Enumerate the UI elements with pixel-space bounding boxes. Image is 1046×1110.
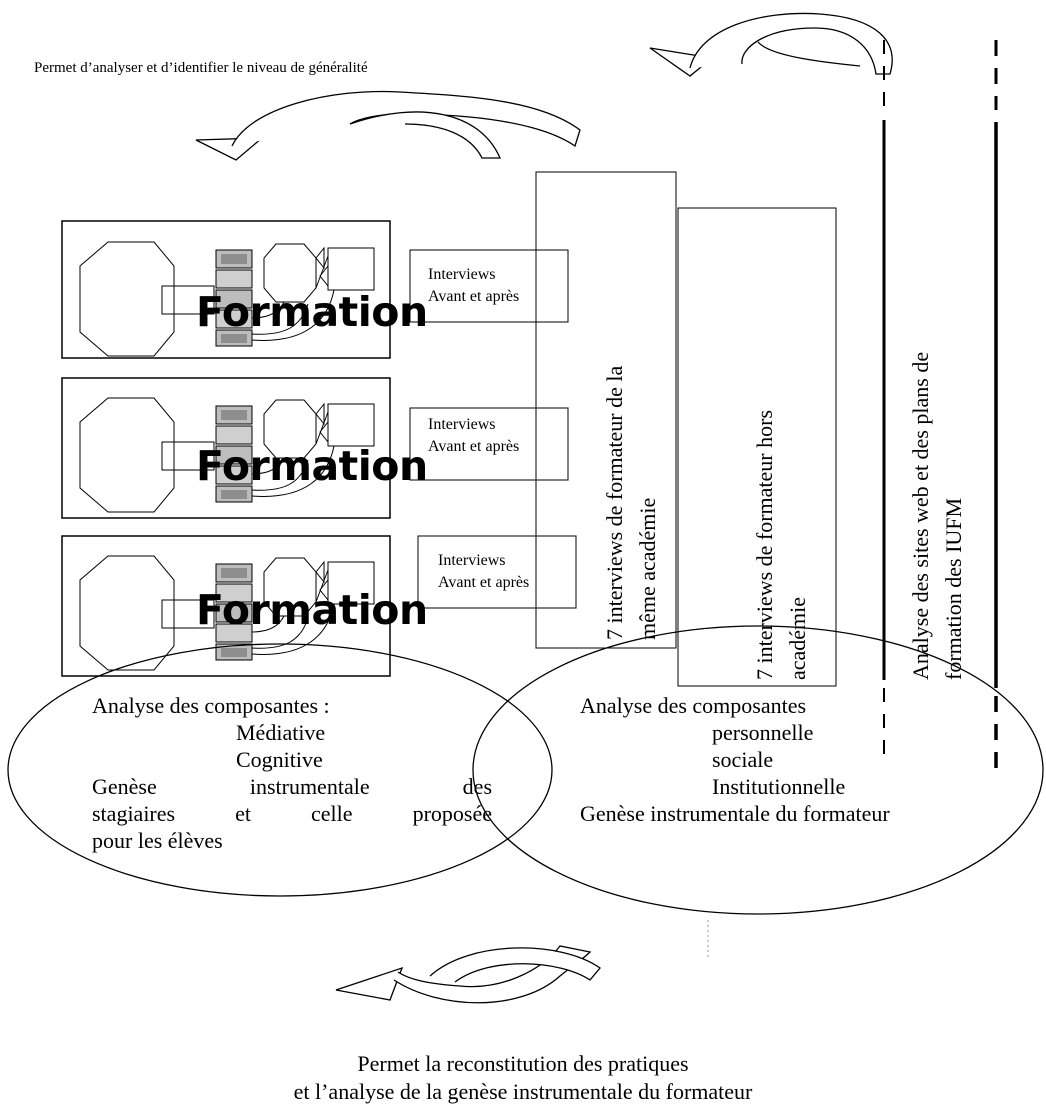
same-academy-text: 7 interviews de formateur de la même aca… <box>602 365 660 640</box>
interview-box-3 <box>417 535 577 609</box>
ellipse-line: pour les élèves <box>92 828 223 853</box>
formation-label: Formation <box>196 442 428 490</box>
interview-label: Interviews Avant et après <box>428 414 519 458</box>
component-item: sociale <box>712 747 774 772</box>
formation-box-2 <box>61 377 391 519</box>
ellipse-footer: Genèse instrumentale du formateur <box>580 801 890 826</box>
interview-line: Interviews <box>438 552 506 569</box>
interview-label: Interviews Avant et après <box>428 264 519 308</box>
formation-box-3 <box>61 535 391 677</box>
component-item: Cognitive <box>236 747 323 772</box>
formation-box-1 <box>61 220 391 359</box>
upper-curl-arrow <box>195 137 264 161</box>
bottom-curl-arrow <box>335 966 404 1001</box>
interview-box-2 <box>409 407 569 481</box>
interview-line: Avant et après <box>438 574 530 591</box>
ellipse-title: Analyse des composantes : <box>92 693 330 718</box>
bottom-caption: Permet la reconstitution des pratiques e… <box>293 1051 753 1104</box>
web-analysis-text: Analyse des sites web et des plans de fo… <box>908 351 966 680</box>
left-ellipse <box>7 643 553 897</box>
interview-line: Avant et après <box>428 438 520 455</box>
right-ellipse-text: Analyse des composantes personnelle soci… <box>580 692 980 827</box>
interview-line: Interviews <box>428 416 496 433</box>
interview-box-1 <box>409 249 569 323</box>
right-ellipse <box>472 625 1044 915</box>
interview-label: Interviews Avant et après <box>438 550 529 594</box>
interview-line: Avant et après <box>428 288 520 305</box>
component-item: Médiative <box>236 720 326 745</box>
interview-line: Interviews <box>428 266 496 283</box>
ellipse-line: Genèse instrumentale des <box>92 774 492 799</box>
top-caption: Permet d’analyser et d’identifier le niv… <box>34 60 368 76</box>
other-academy-box <box>677 207 837 687</box>
left-ellipse-text: Analyse des composantes : Médiative Cogn… <box>92 692 492 854</box>
component-item: Institutionnelle <box>712 774 846 799</box>
other-academy-text: 7 interviews de formateur hors académie <box>752 409 810 680</box>
ellipse-title: Analyse des composantes <box>580 693 807 718</box>
component-item: personnelle <box>712 720 814 745</box>
formation-label: Formation <box>196 586 428 634</box>
formation-label: Formation <box>196 288 428 336</box>
ellipse-line: stagiaires et celle proposée <box>92 801 492 826</box>
